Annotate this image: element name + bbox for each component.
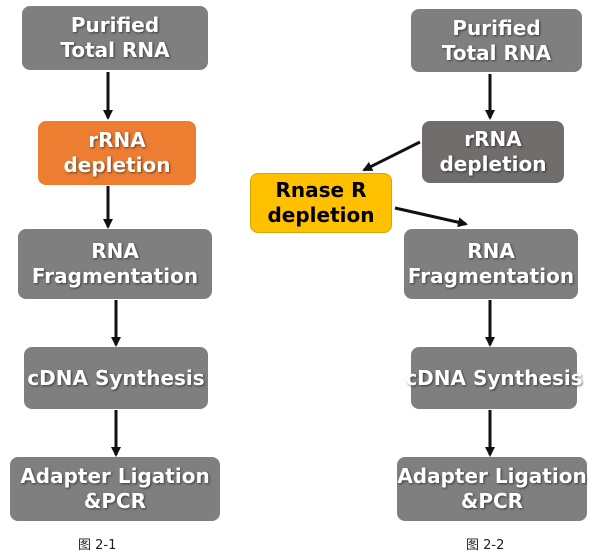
right-step-purified-total-rna: Purified Total RNA (411, 9, 582, 72)
right-step-rrna-depletion: rRNA depletion (422, 121, 564, 183)
arrow-right-3 (394, 206, 468, 228)
right-step-cdna-synthesis: cDNA Synthesis (405, 347, 583, 409)
right-step-adapter-ligation-pcr: Adapter Ligation &PCR (397, 457, 587, 521)
right-step-3-line2: Fragmentation (407, 264, 575, 288)
left-step-cdna-synthesis: cDNA Synthesis (24, 347, 208, 409)
left-step-3-line1: RNA (91, 239, 139, 263)
left-step-3-line2: Fragmentation (31, 264, 199, 288)
right-step-2-line1: rRNA (464, 127, 522, 151)
figure-caption-left: 图 2-1 (78, 538, 117, 553)
left-step-2-line2: depletion (63, 153, 171, 177)
right-step-4-line1: cDNA Synthesis (405, 365, 583, 390)
right-step-rnase-line2: depletion (267, 203, 375, 227)
left-step-2-line1: rRNA (88, 128, 146, 152)
right-step-5-line2: &PCR (460, 489, 524, 513)
arrow-right-2 (362, 140, 421, 172)
left-step-1-line2: Total RNA (60, 38, 170, 62)
right-step-rnase-line1: Rnase R (275, 178, 367, 202)
right-step-rnase-r-depletion: Rnase R depletion (250, 173, 392, 233)
left-step-1-line1: Purified (70, 13, 160, 37)
left-step-5-line1: Adapter Ligation (20, 464, 210, 488)
right-step-3-line1: RNA (467, 239, 515, 263)
left-step-adapter-ligation-pcr: Adapter Ligation &PCR (10, 457, 220, 521)
right-step-2-line2: depletion (439, 152, 547, 176)
right-step-5-line1: Adapter Ligation (397, 464, 587, 488)
left-step-4-line1: cDNA Synthesis (27, 365, 205, 390)
right-step-1-line2: Total RNA (441, 40, 552, 65)
right-step-1-line1: Purified (452, 15, 541, 40)
left-step-rna-fragmentation: RNA Fragmentation (18, 229, 212, 299)
figure-caption-right: 图 2-2 (466, 538, 505, 553)
right-step-rna-fragmentation: RNA Fragmentation (404, 229, 578, 299)
left-step-purified-total-rna: Purified Total RNA (22, 6, 208, 70)
left-step-5-line2: &PCR (83, 489, 147, 513)
left-step-rrna-depletion: rRNA depletion (38, 121, 196, 185)
